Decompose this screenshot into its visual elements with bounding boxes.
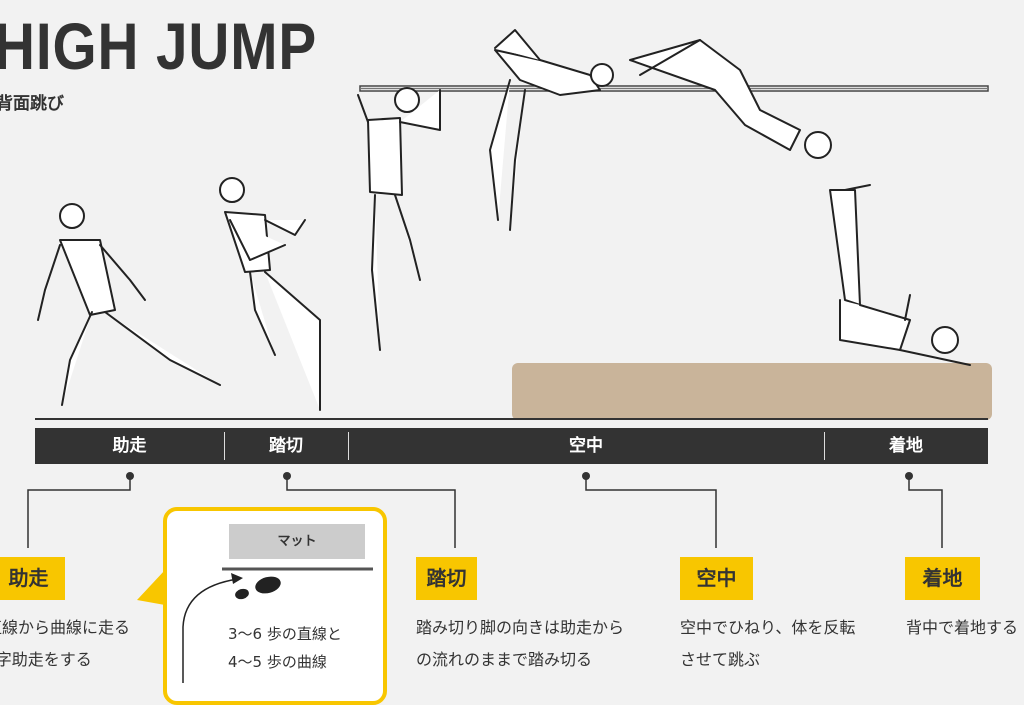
desc-takeoff: 踏み切り脚の向きは助走からの流れのままで踏み切る	[416, 618, 625, 669]
connector-dots	[126, 472, 913, 480]
inset-mat-label: マット	[229, 524, 365, 559]
phase-landing: 着地	[889, 436, 923, 456]
desc-run-up: 直線から曲線に走るJ 字助走をする	[0, 618, 131, 669]
tag-run-up: 助走	[0, 557, 65, 600]
callout-pointer	[137, 570, 165, 605]
tag-flight: 空中	[680, 557, 753, 600]
athlete-clearance-figure	[489, 29, 614, 231]
page-title: HIGH JUMP	[0, 9, 318, 83]
tag-takeoff: 踏切	[416, 557, 477, 600]
athlete-run-figure	[37, 203, 221, 406]
inset-diagram	[182, 567, 373, 683]
athlete-landing-figure	[829, 184, 971, 366]
phase-flight: 空中	[569, 436, 603, 456]
footprint-icon	[235, 576, 281, 600]
page-subtitle: 背面跳び	[0, 94, 64, 114]
athlete-takeoff-figure	[219, 177, 321, 411]
crossbar	[359, 85, 989, 92]
tag-landing: 着地	[905, 557, 980, 600]
athlete-arch-figure	[629, 39, 832, 159]
illustration	[27, 29, 992, 605]
phase-band: 助走 踏切 空中 着地	[35, 428, 988, 464]
arrow-head-icon	[231, 573, 243, 584]
phase-takeoff: 踏切	[269, 436, 303, 456]
landing-mat	[512, 363, 992, 420]
desc-landing: 背中で着地する	[906, 618, 1019, 637]
athlete-rise-figure	[357, 87, 441, 351]
phase-run-up: 助走	[112, 436, 147, 456]
desc-flight: 空中でひねり、体を反転させて跳ぶ	[680, 618, 856, 669]
phase-connectors	[27, 476, 943, 548]
